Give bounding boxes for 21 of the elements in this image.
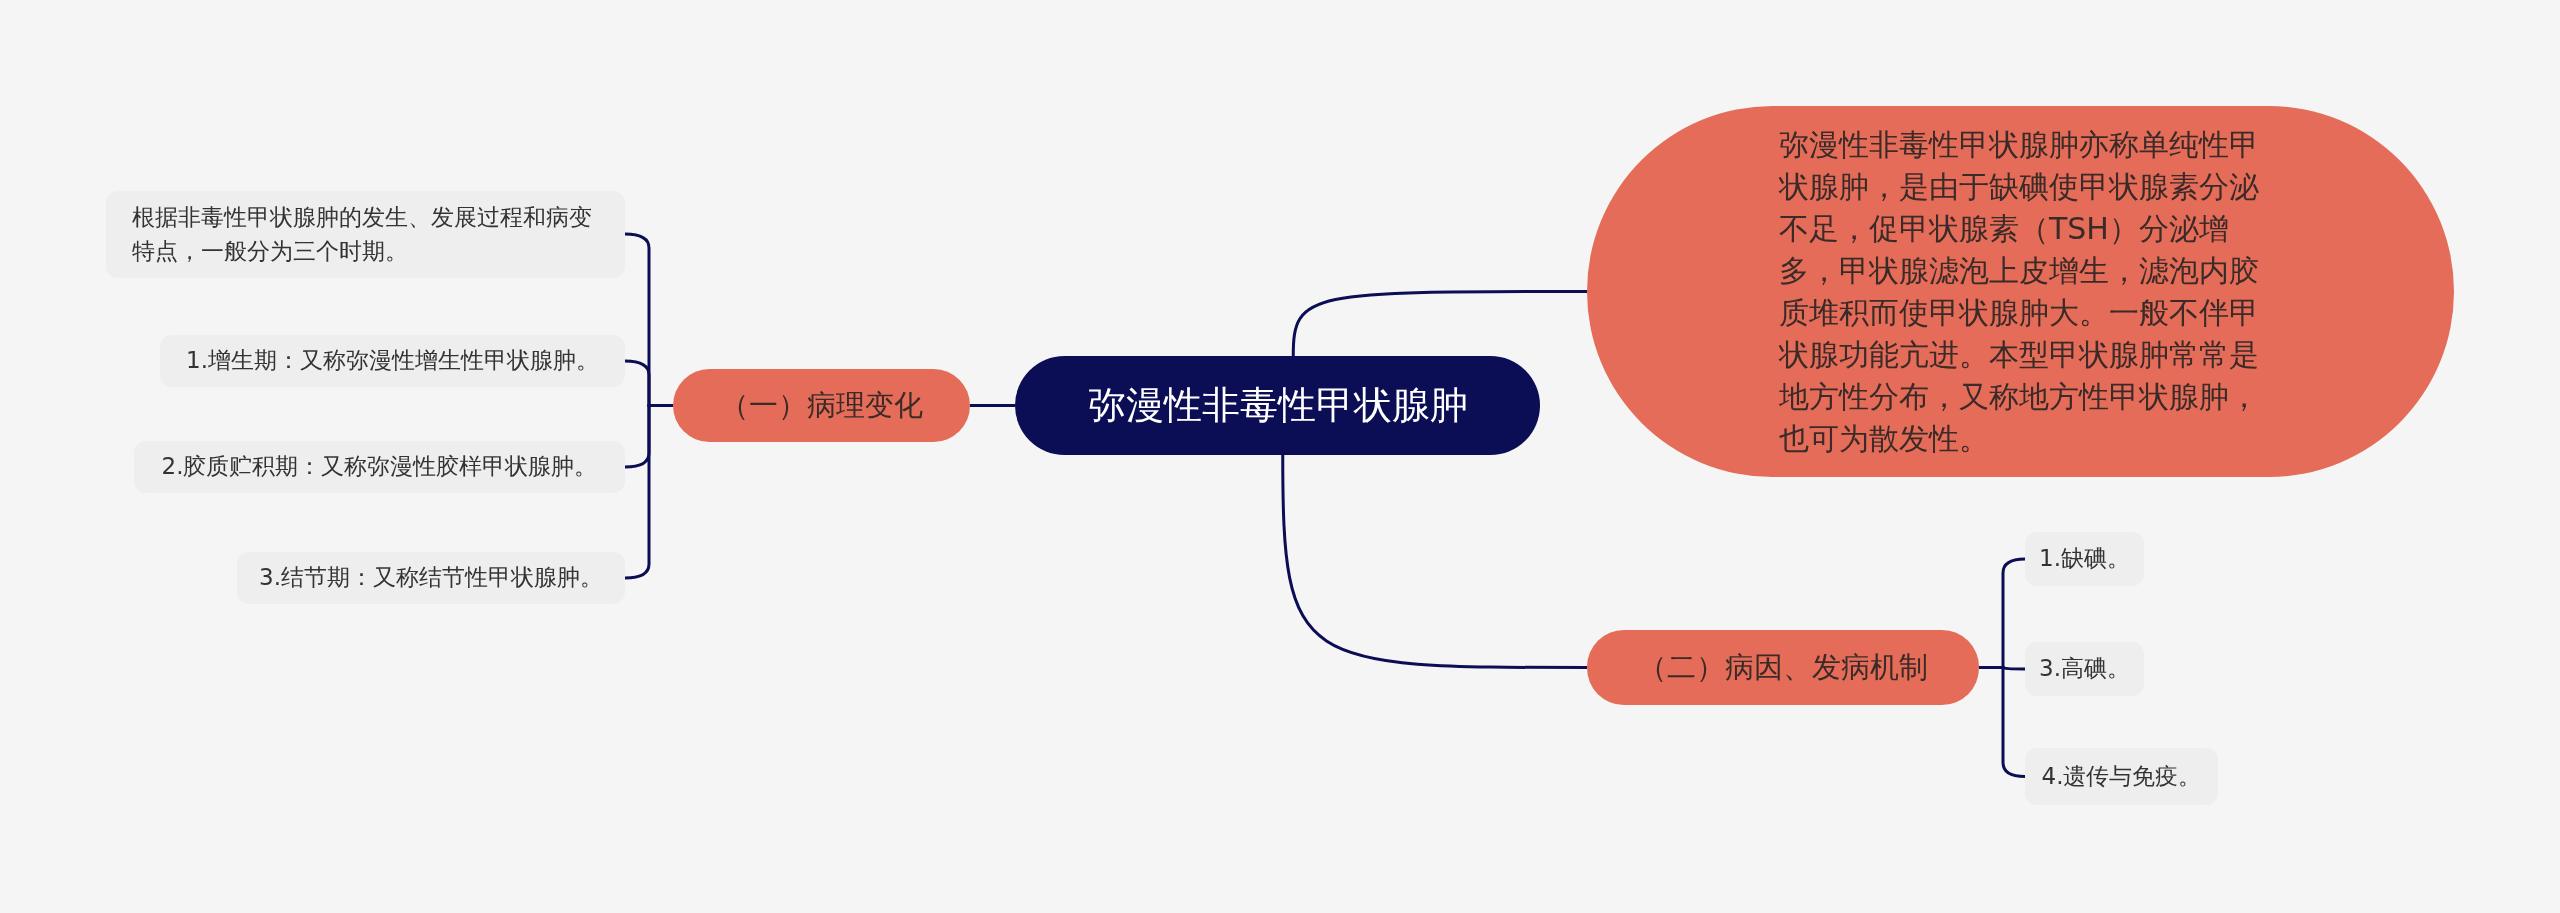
connector-line bbox=[1281, 455, 1587, 669]
node-text: 1.缺碘。 bbox=[2039, 545, 2130, 573]
node-text: 4.遗传与免疫。 bbox=[2041, 762, 2202, 791]
node-text: （二）病因、发病机制 bbox=[1638, 650, 1928, 685]
node-text: 3.结节期：又称结节性甲状腺肿。 bbox=[259, 564, 603, 592]
connector-line bbox=[970, 404, 1015, 407]
node-text: （一）病理变化 bbox=[720, 388, 923, 423]
node-text: 根据非毒性甲状腺肿的发生、发展过程和病变特点，一般分为三个时期。 bbox=[132, 203, 594, 266]
detail-box bbox=[237, 552, 625, 604]
node-text: 弥漫性非毒性甲状腺肿 bbox=[1087, 382, 1468, 429]
node-text: 2.胶质贮积期：又称弥漫性胶样甲状腺肿。 bbox=[161, 453, 598, 481]
node-text: 1.增生期：又称弥漫性增生性甲状腺肿。 bbox=[186, 347, 599, 375]
detail-box bbox=[106, 191, 625, 278]
node-text: 弥漫性非毒性甲状腺肿亦称单纯性甲状腺肿，是由于缺碘使甲状腺素分泌不足，促甲状腺素（TSH）分泌增多，甲状腺滤泡上皮增生，滤泡内胶质堆积而使甲状腺肿大。一般不伴甲状腺功能亢进。本型甲状腺肿常常是地方性分布，又称地方性甲状腺肿，也可为散发性。 bbox=[1779, 125, 2260, 458]
detail-box bbox=[2025, 642, 2144, 696]
detail-box bbox=[2025, 748, 2218, 805]
node-text: 3.高碘。 bbox=[2039, 655, 2130, 683]
detail-box bbox=[134, 441, 625, 493]
connector-line bbox=[1291, 290, 1587, 357]
detail-box bbox=[2025, 532, 2144, 586]
detail-box bbox=[160, 335, 625, 387]
